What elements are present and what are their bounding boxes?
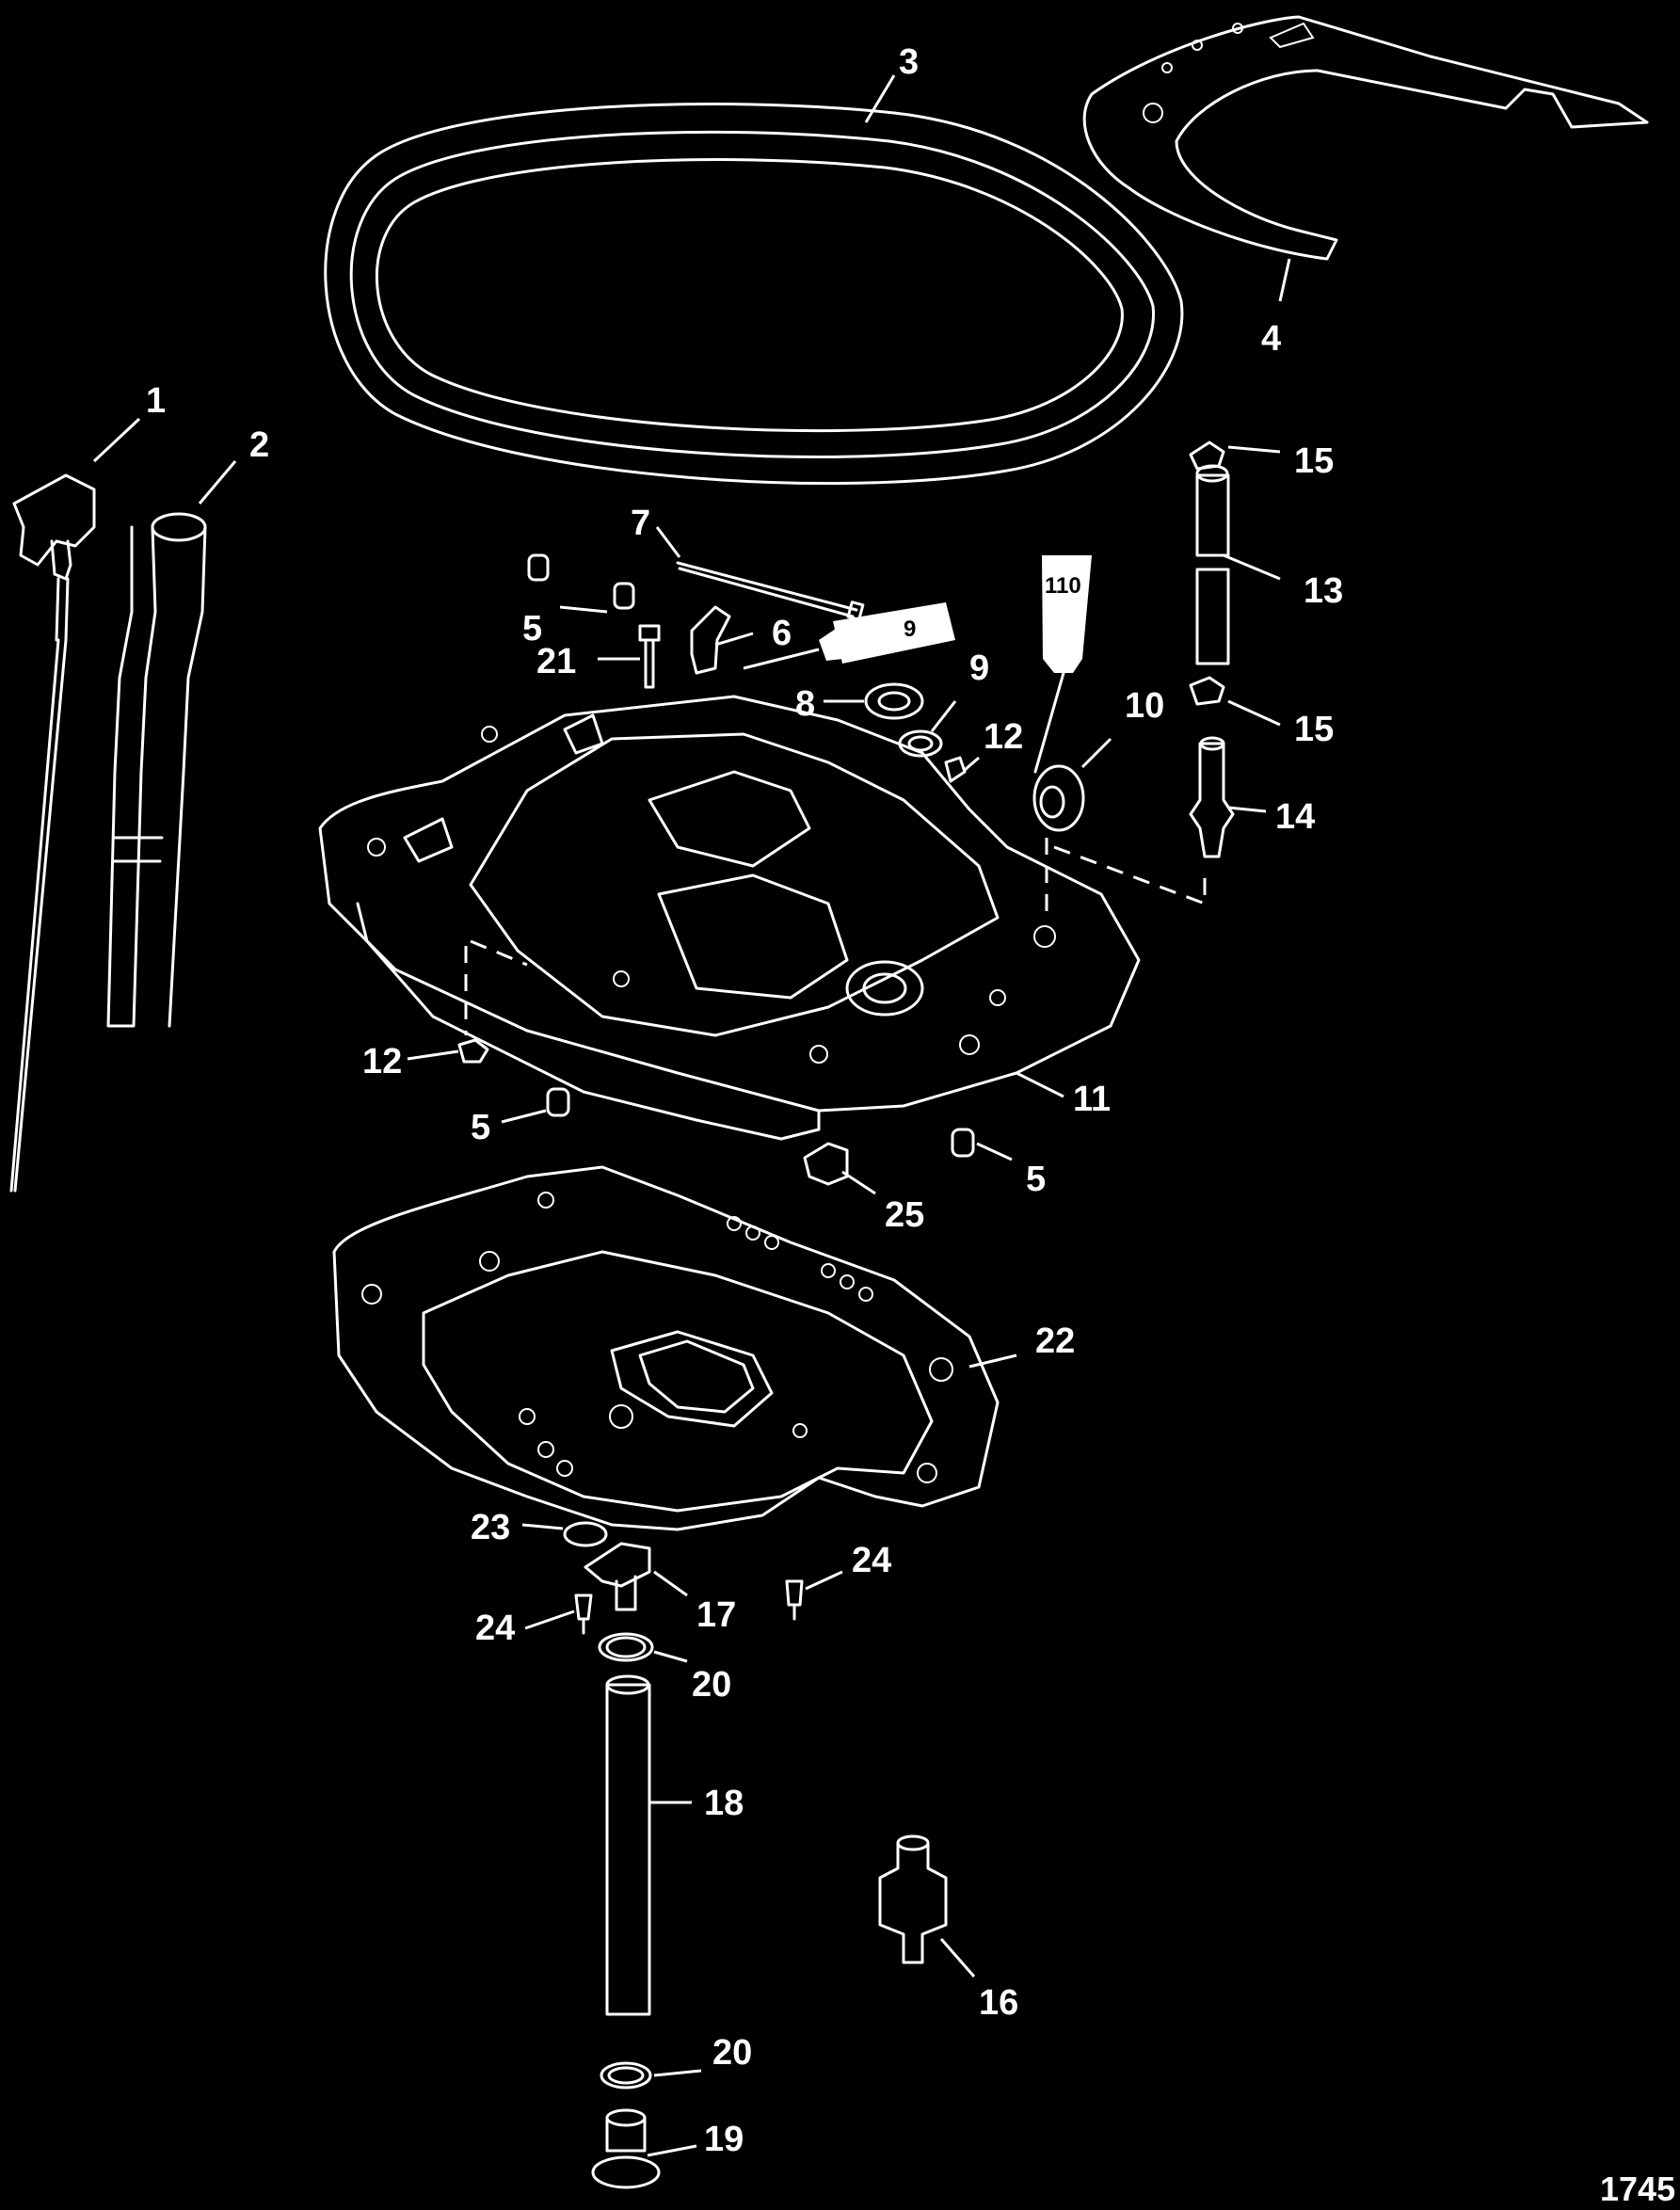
callout-7: 7 xyxy=(631,504,650,543)
part-3-seal-ring xyxy=(324,103,1184,485)
callout-13: 13 xyxy=(1304,571,1343,611)
callout-5-top: 5 xyxy=(522,609,542,649)
callout-2: 2 xyxy=(249,425,269,465)
callout-18: 18 xyxy=(704,1784,744,1823)
callout-11: 11 xyxy=(1073,1080,1111,1119)
tube-9-label: 9 xyxy=(904,617,916,642)
small-parts-upper xyxy=(527,553,1085,832)
alignment-lines xyxy=(464,838,1207,1035)
callout-16: 16 xyxy=(979,1983,1018,2023)
parts-17-23-24 xyxy=(563,1521,804,1635)
callout-24-left: 24 xyxy=(475,1609,515,1648)
callout-25: 25 xyxy=(885,1195,924,1235)
leader-lines xyxy=(92,74,1291,2157)
callout-9: 9 xyxy=(969,649,989,688)
tube-110-label: 110 xyxy=(1045,573,1081,599)
part-4-gasket xyxy=(1082,15,1649,261)
callout-22: 22 xyxy=(1035,1321,1075,1361)
callout-15-top: 15 xyxy=(1294,441,1334,481)
callout-12-left: 12 xyxy=(362,1042,402,1081)
part-16-fitting xyxy=(878,1834,948,1964)
callout-20-top: 20 xyxy=(692,1665,731,1705)
callout-5-left: 5 xyxy=(471,1108,490,1147)
callout-20-bottom: 20 xyxy=(712,2033,752,2073)
callout-8: 8 xyxy=(795,684,815,724)
callout-12-right: 12 xyxy=(984,717,1023,757)
part-9-sealant-tube: 9 xyxy=(819,602,955,664)
callout-4: 4 xyxy=(1261,319,1281,359)
part-1-dipstick xyxy=(9,473,96,1193)
part-22-gasket xyxy=(332,1165,1000,1531)
callout-5-right: 5 xyxy=(1026,1160,1046,1199)
callout-10: 10 xyxy=(1125,686,1164,726)
parts-18-19-20 xyxy=(591,1632,661,2189)
callout-3: 3 xyxy=(899,42,919,82)
callout-21: 21 xyxy=(536,642,576,681)
part-110-sealant-tube: 110 xyxy=(1033,555,1092,774)
callout-24-right: 24 xyxy=(852,1541,891,1580)
callout-1: 1 xyxy=(146,381,166,421)
parts-13-14-15 xyxy=(1189,440,1235,858)
callout-labels: 1 2 3 4 5 5 5 6 7 8 9 10 11 12 12 13 14 … xyxy=(146,42,1343,2159)
part-7-pin xyxy=(676,561,865,621)
part-2-dipstick-tube xyxy=(106,512,207,1028)
callout-17: 17 xyxy=(696,1595,736,1635)
callout-6: 6 xyxy=(772,614,792,653)
part-11-adaptor-plate xyxy=(318,695,1141,1186)
callout-14: 14 xyxy=(1275,797,1315,837)
small-parts-lower xyxy=(457,1038,975,1158)
figure-id: 1745 xyxy=(1600,2170,1675,2208)
callout-15-bottom: 15 xyxy=(1294,710,1334,749)
callout-23: 23 xyxy=(471,1508,510,1547)
callout-19: 19 xyxy=(704,2120,744,2159)
